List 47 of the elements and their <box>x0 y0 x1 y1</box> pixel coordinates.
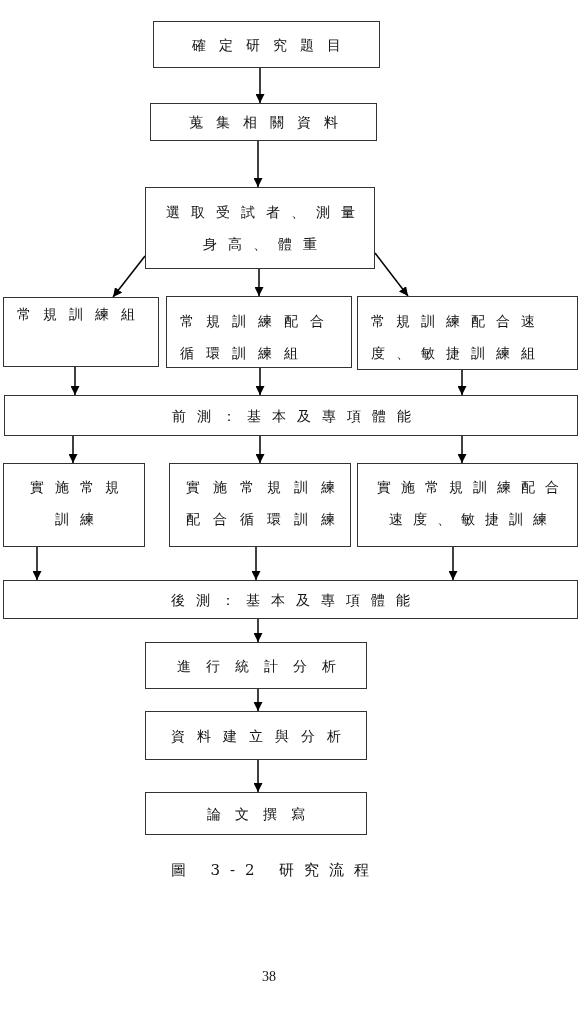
step-label: 蒐集相關資料 <box>188 113 351 132</box>
process-box <box>145 792 367 835</box>
figure-caption: 圖 3-2 研究流程 <box>169 860 381 881</box>
arrow <box>70 366 80 396</box>
step-label: 實施常規訓練 <box>28 478 131 529</box>
arrow <box>255 67 265 104</box>
process-box <box>169 463 351 547</box>
page-number: 38 <box>262 968 276 986</box>
process-box <box>357 296 578 370</box>
step-label: 進行統計分析 <box>175 656 351 676</box>
arrow <box>255 367 265 396</box>
process-box <box>4 395 578 436</box>
process-box <box>357 463 578 547</box>
step-label: 資料建立與分析 <box>170 726 353 746</box>
step-label: 常規訓練組 <box>17 305 147 324</box>
arrow <box>374 252 409 297</box>
step-label: 實施常規訓練配合循環訓練 <box>184 478 349 529</box>
arrow <box>32 546 42 581</box>
arrow <box>253 140 263 188</box>
step-label: 論文撰寫 <box>206 804 319 824</box>
arrow <box>253 688 263 712</box>
step-label: 常規訓練配合循環訓練組 <box>180 312 337 363</box>
process-box <box>3 580 578 619</box>
step-label: 常規訓練配合速度、敏捷訓練組 <box>371 312 547 363</box>
process-box <box>166 296 352 368</box>
process-box <box>3 297 159 367</box>
arrow <box>448 546 458 581</box>
arrow <box>457 369 467 396</box>
process-box <box>153 21 380 68</box>
step-label: 選取受試者、測量身高、體重 <box>164 203 367 254</box>
process-box <box>145 187 375 269</box>
step-label: 前測：基本及專項體能 <box>170 406 422 426</box>
arrow <box>112 255 146 298</box>
process-box <box>145 711 367 760</box>
arrow <box>253 618 263 643</box>
process-box <box>150 103 377 141</box>
arrow <box>251 546 261 581</box>
arrow <box>253 759 263 793</box>
step-label: 後測：基本及專項體能 <box>170 590 421 610</box>
arrow <box>254 268 264 297</box>
arrow <box>457 435 467 464</box>
step-label: 確定研究題目 <box>191 35 354 55</box>
arrow <box>255 435 265 464</box>
process-box <box>3 463 145 547</box>
process-box <box>145 642 367 689</box>
step-label: 實施常規訓練配合速度、敏捷訓練 <box>375 478 570 529</box>
arrow <box>68 435 78 464</box>
